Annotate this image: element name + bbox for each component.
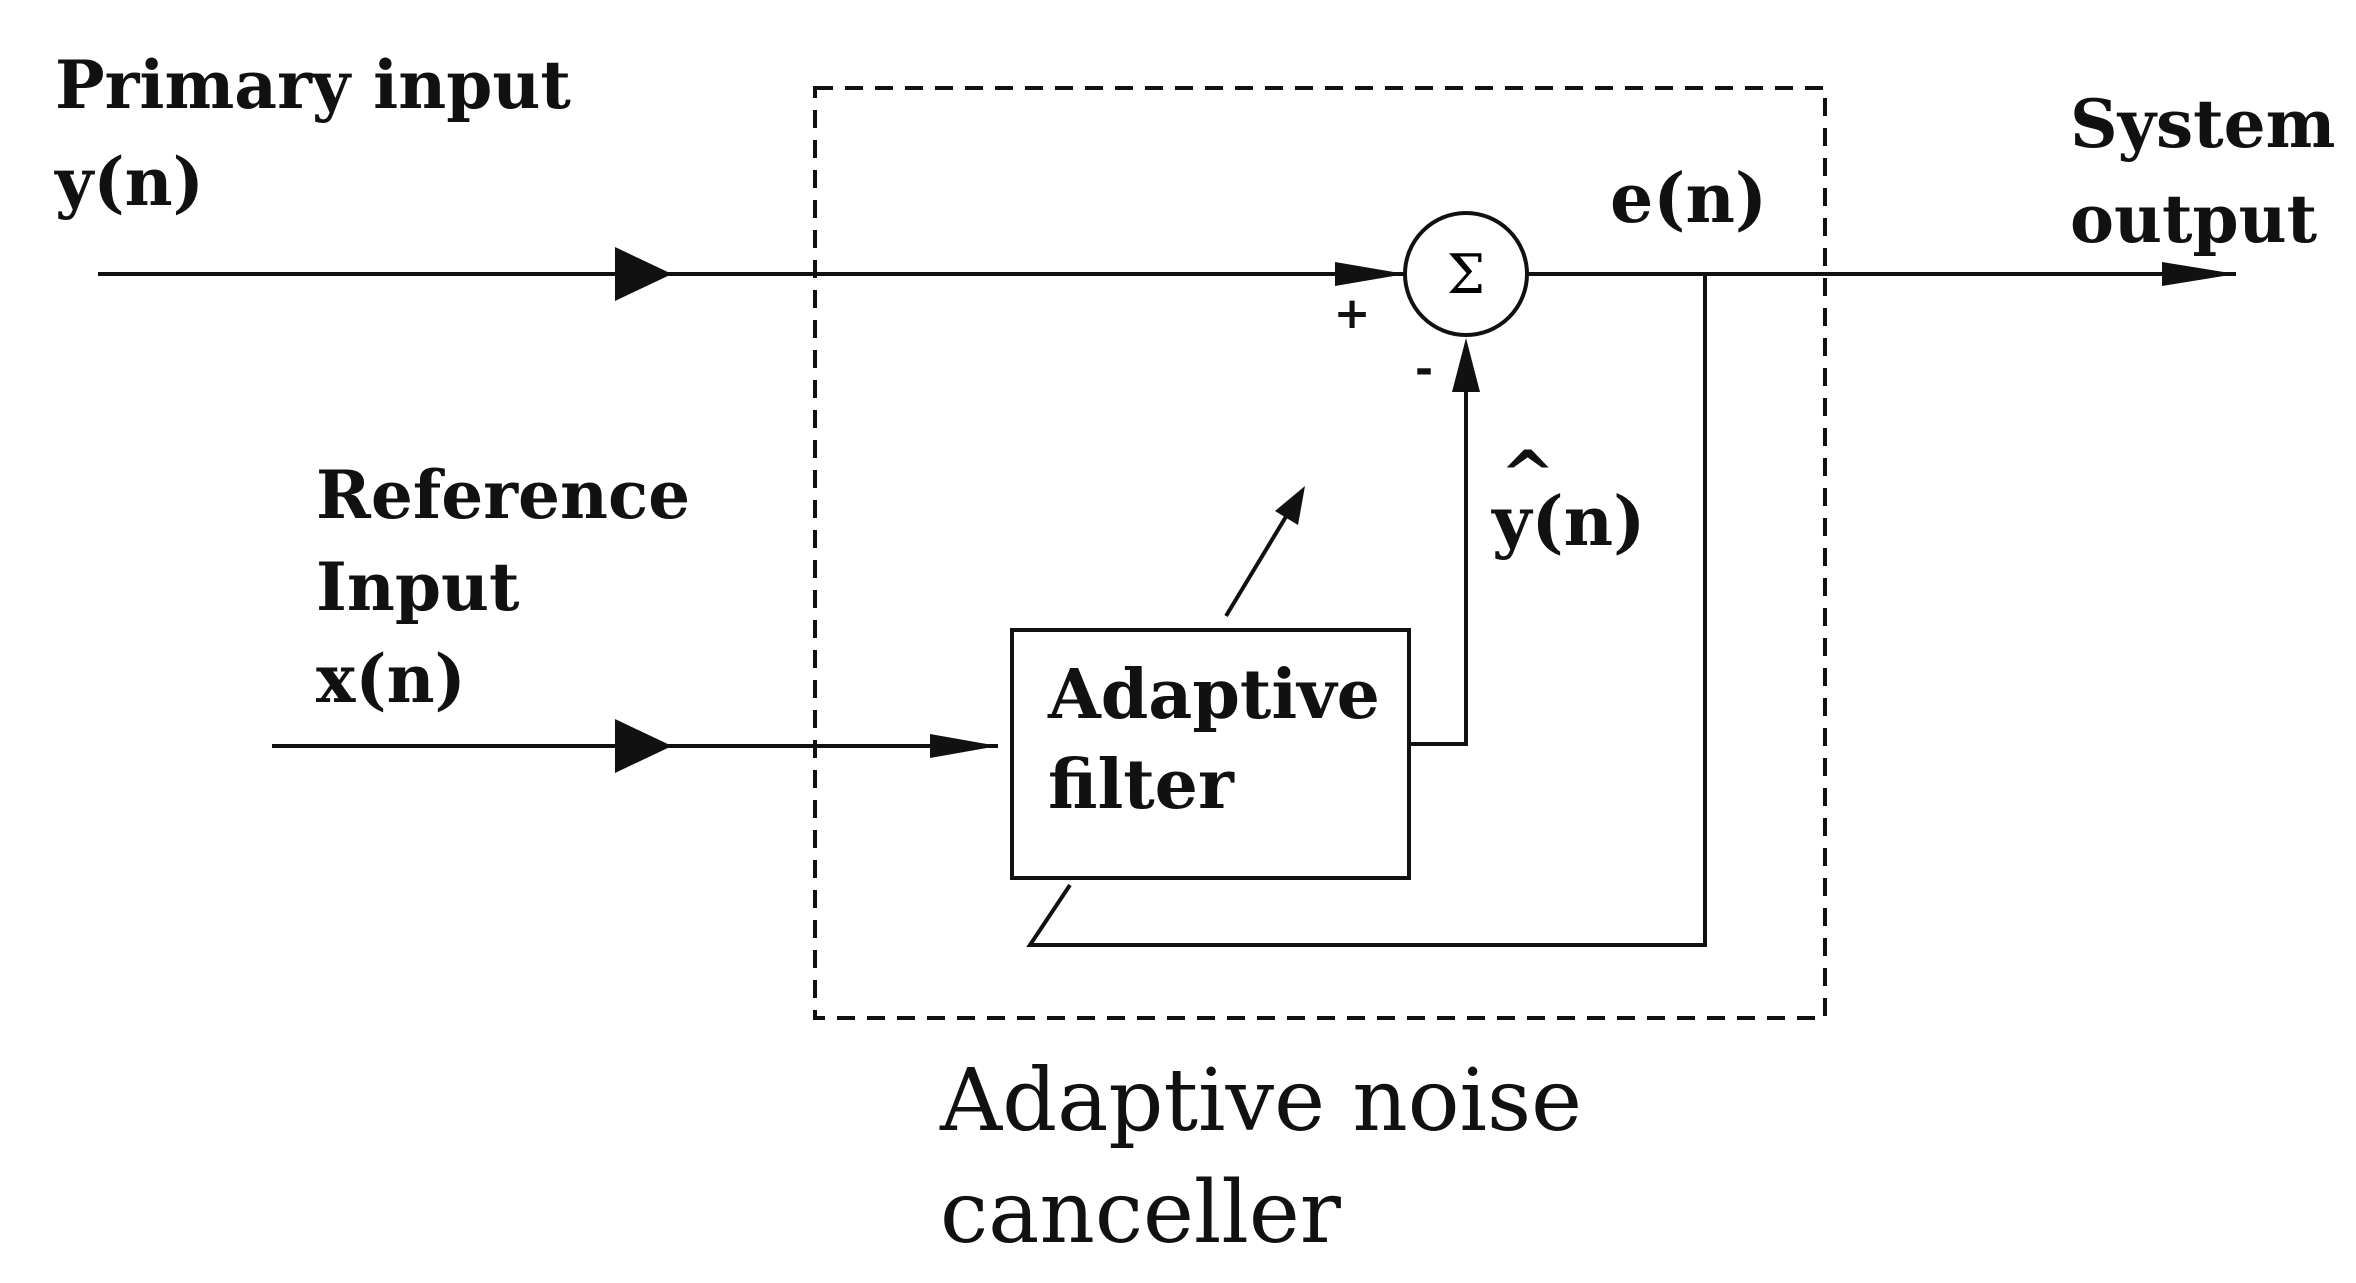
system-output-arrow <box>2162 262 2236 286</box>
canceller-caption-line2: canceller <box>940 1163 1342 1263</box>
reference-input-arrow <box>615 719 672 773</box>
reference-input-signal: x(n) <box>316 640 466 718</box>
primary-input-arrow <box>615 247 672 301</box>
estimate-hat: ^ <box>1500 436 1555 514</box>
canceller-caption-line1: Adaptive noise <box>939 1051 1582 1151</box>
system-output-label-line1: System <box>2070 85 2335 163</box>
adaptation-arrow-head <box>1275 486 1305 525</box>
estimate-signal-label: y(n) <box>1491 482 1645 562</box>
error-signal-label: e(n) <box>1610 159 1767 239</box>
summing-plus-arrow <box>1335 262 1405 286</box>
filter-input-arrow <box>930 734 998 758</box>
system-output-label-line2: output <box>2070 180 2318 258</box>
error-feedback-line <box>1026 274 1707 947</box>
summing-minus-sign: - <box>1415 344 1433 395</box>
estimate-line <box>1409 368 1468 746</box>
adaptation-arrow-line <box>1224 503 1295 618</box>
primary-input-signal: y(n) <box>54 143 204 221</box>
adaptive-filter-block <box>1010 628 1411 880</box>
canceller-frame <box>813 86 1827 1020</box>
adaptive-filter-label-line2: filter <box>1048 745 1235 825</box>
summing-symbol: Σ <box>1447 243 1485 306</box>
reference-input-label-line2: Input <box>316 548 520 626</box>
summing-minus-arrow <box>1452 338 1480 392</box>
reference-input-label-line1: Reference <box>316 456 690 534</box>
adaptive-filter-label-line1: Adaptive <box>1047 655 1380 735</box>
summing-plus-sign: + <box>1334 288 1371 339</box>
primary-input-label: Primary input <box>55 46 571 124</box>
